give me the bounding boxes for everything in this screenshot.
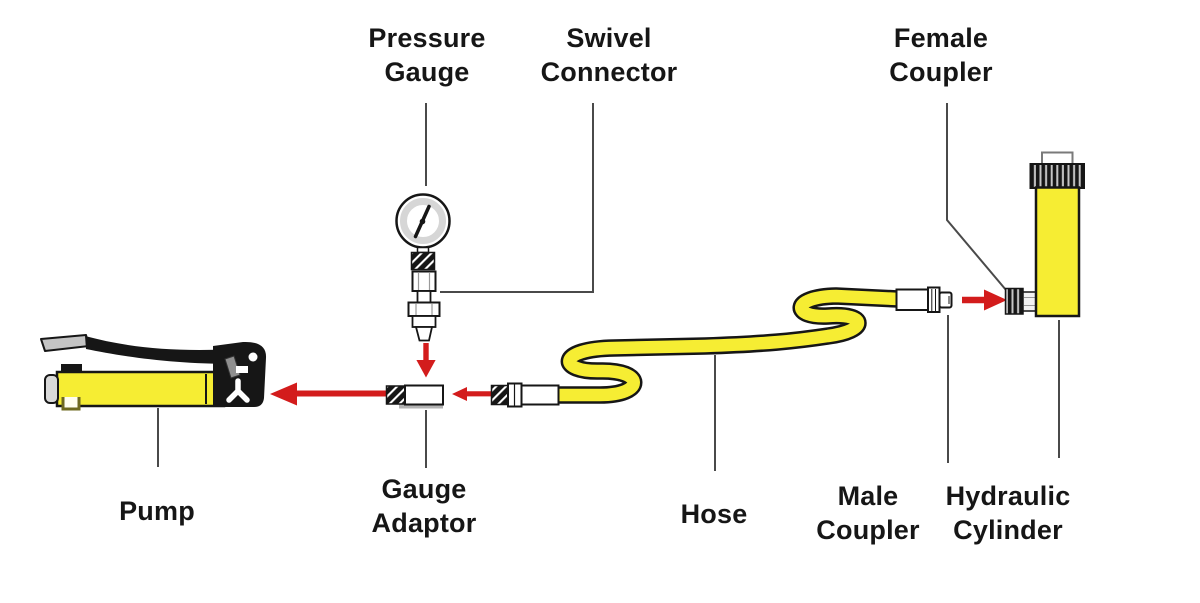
hydraulic-cylinder-illustration	[1029, 151, 1085, 318]
pump-body	[55, 370, 226, 408]
leader-swivel-connector	[440, 103, 594, 293]
pump-handle	[85, 336, 236, 364]
label-line: Gauge	[384, 57, 470, 87]
label-line: Pressure	[368, 23, 486, 53]
label-line: Connector	[540, 57, 678, 87]
label-swivel-connector: Swivel Connector	[541, 21, 678, 89]
label-line: Coupler	[816, 515, 920, 545]
pump-bracket	[61, 397, 81, 411]
flow-arrow-left-to-adaptor	[452, 387, 492, 401]
gauge-adaptor-illustration	[385, 384, 444, 409]
cylinder-body	[1034, 186, 1081, 318]
pump-logo	[226, 378, 250, 403]
label-hose: Hose	[681, 497, 748, 531]
gauge-stem-threads	[410, 251, 436, 271]
adaptor-threads	[385, 385, 406, 405]
flow-arrow-left-to-pump	[270, 382, 387, 406]
female-coupler-ribs	[1004, 287, 1024, 315]
pump-filler-cap	[61, 364, 82, 372]
cylinder-collar	[1029, 163, 1085, 189]
label-line: Male	[837, 481, 899, 511]
label-male-coupler: Male Coupler	[816, 479, 919, 547]
label-line: Female	[893, 23, 989, 53]
pump-illustration	[40, 334, 267, 411]
label-line: Swivel	[566, 23, 652, 53]
label-pump: Pump	[119, 494, 195, 528]
label-female-coupler: Female Coupler	[889, 21, 992, 89]
label-hydraulic-cylinder: Hydraulic Cylinder	[946, 479, 1071, 547]
flow-arrow-down	[416, 343, 436, 378]
hose-fitting-threads	[490, 384, 509, 406]
hose-illustration	[558, 287, 899, 404]
label-gauge-adaptor: Gauge Adaptor	[372, 472, 477, 540]
flow-arrow-right-to-coupler	[962, 289, 1007, 311]
label-line: Cylinder	[953, 515, 1063, 545]
male-coupler-illustration	[895, 286, 953, 313]
label-line: Gauge	[381, 474, 467, 504]
hose-fitting-illustration	[490, 382, 560, 408]
pump-pivot	[248, 352, 258, 362]
label-line: Hose	[680, 499, 748, 529]
pump-end-cap	[44, 374, 59, 404]
leader-female-coupler	[946, 103, 1007, 291]
leader-lines	[157, 103, 1060, 471]
pressure-gauge-illustration	[395, 193, 451, 271]
swivel-connector-illustration	[407, 270, 441, 342]
label-line: Adaptor	[371, 508, 477, 538]
label-line: Coupler	[889, 57, 993, 87]
pump-handle-grip	[40, 334, 90, 352]
label-line: Pump	[119, 496, 195, 526]
label-pressure-gauge: Pressure Gauge	[368, 21, 485, 89]
label-line: Hydraulic	[945, 481, 1071, 511]
female-coupler-illustration	[1004, 287, 1038, 315]
